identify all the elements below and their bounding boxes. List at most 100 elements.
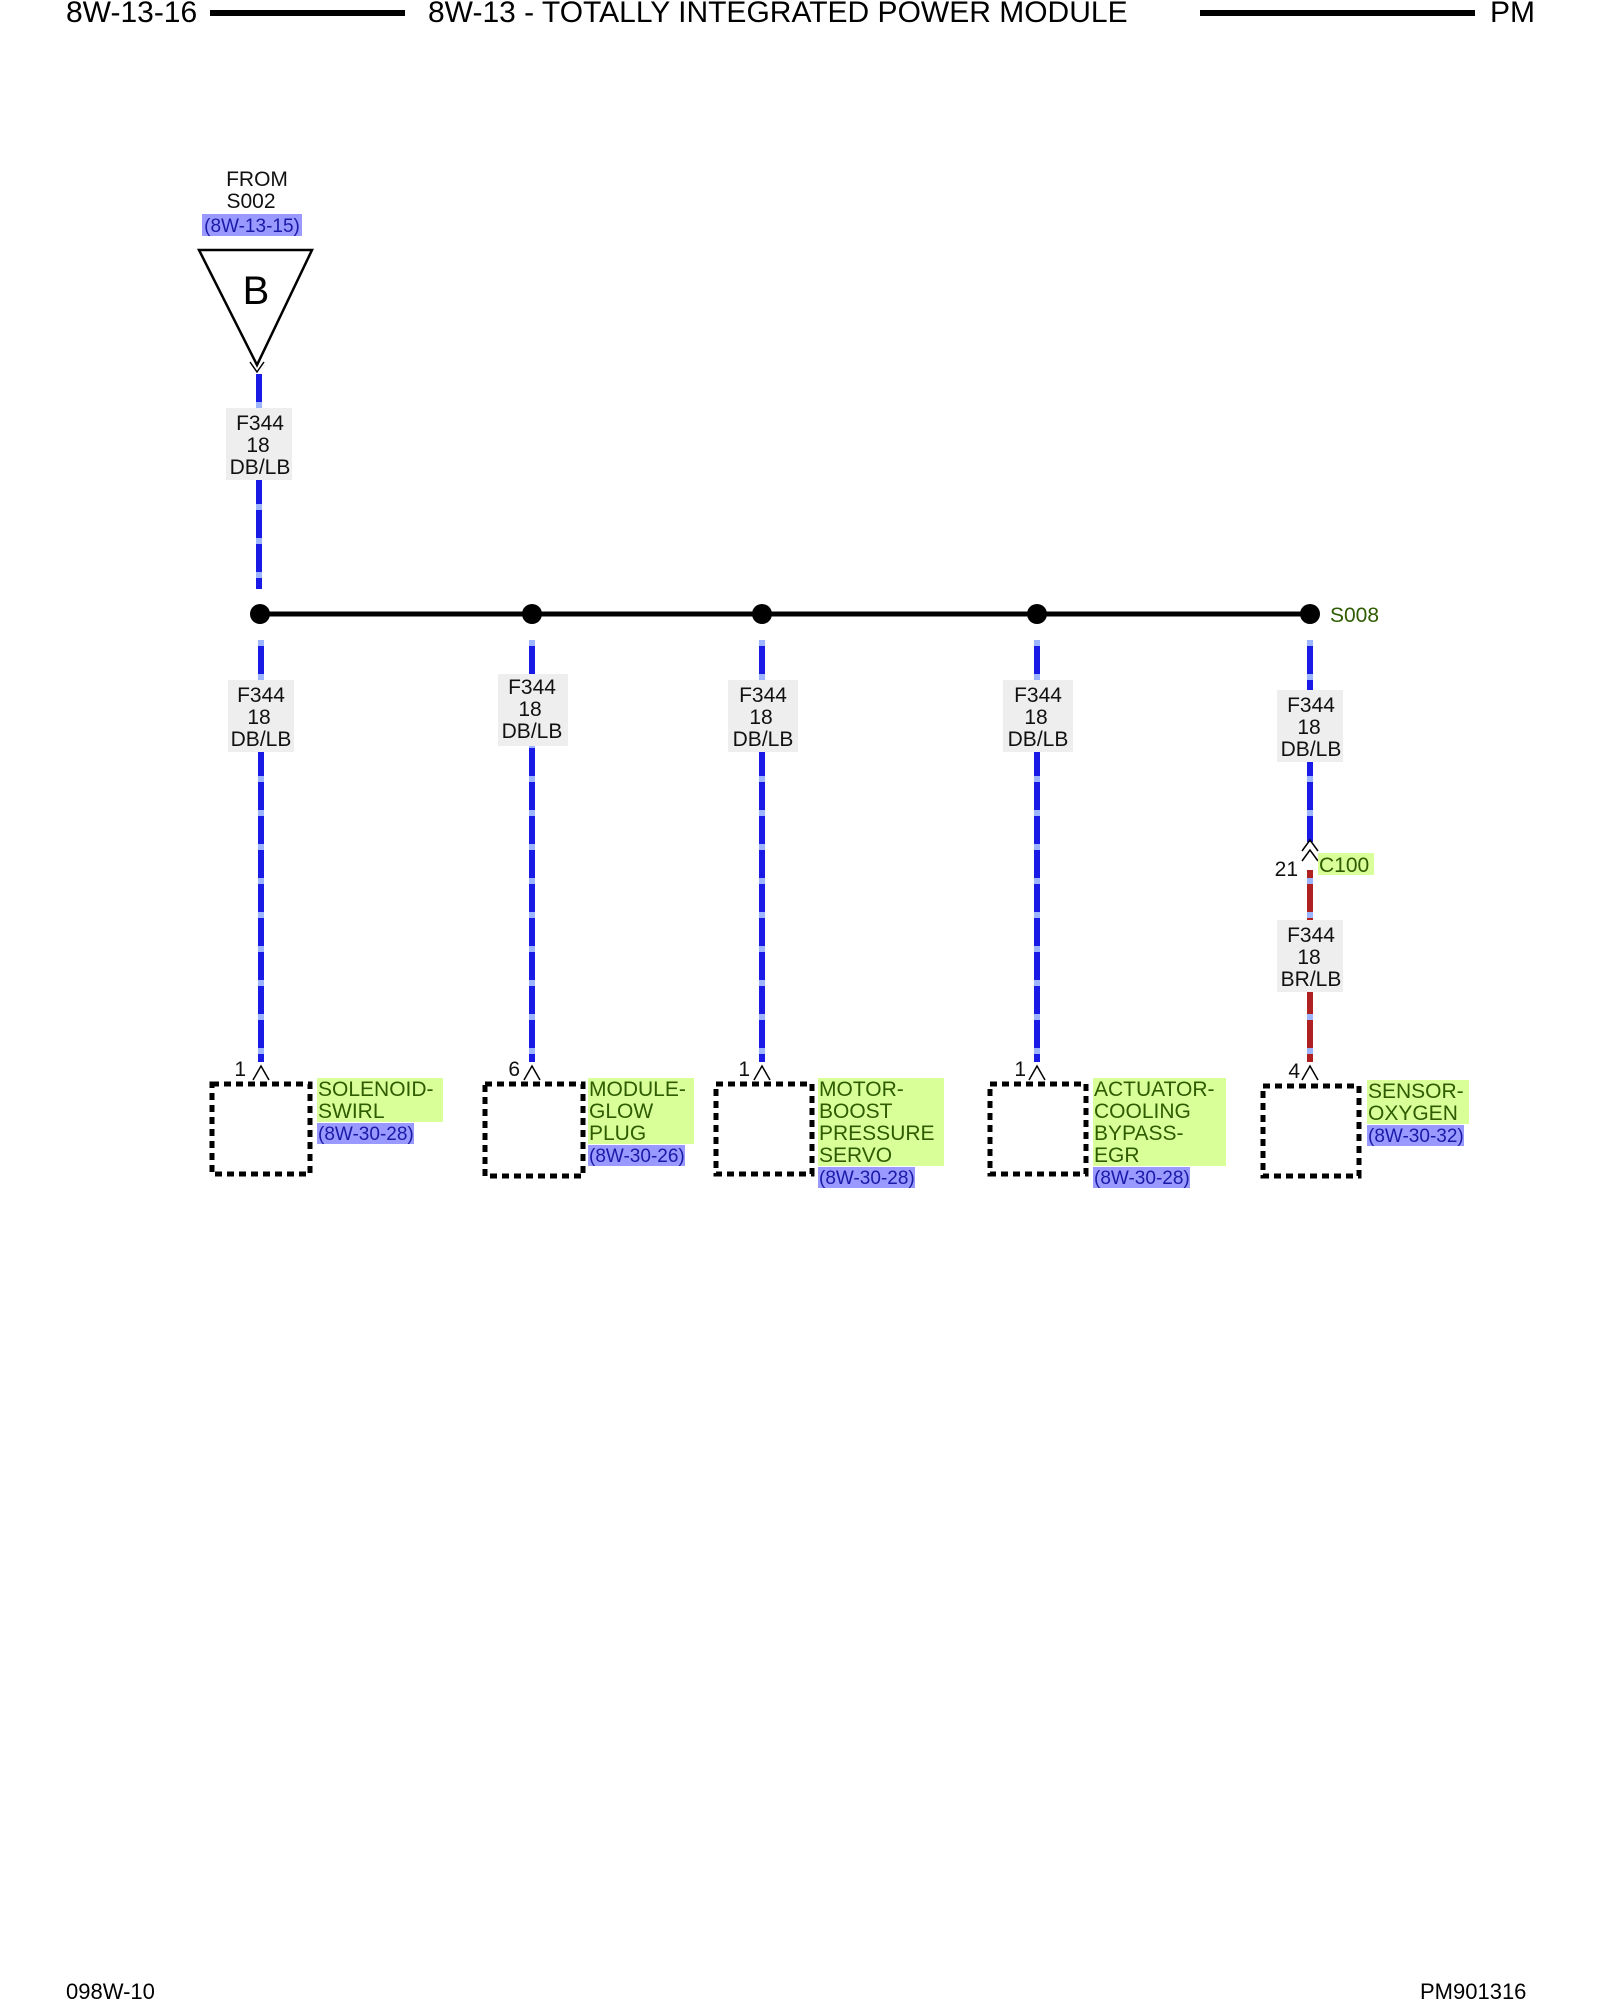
section-code: PM — [1490, 0, 1535, 29]
component-box — [987, 1081, 1089, 1177]
component-name-line: PRESSURE — [819, 1122, 935, 1145]
source-ref-link[interactable]: (8W-13-15) — [204, 216, 300, 237]
component-label-bg — [1093, 1078, 1226, 1166]
wire-gauge: 18 — [1297, 946, 1320, 969]
pin-mark-upper — [1301, 838, 1319, 852]
pin-number: 4 — [1288, 1060, 1300, 1083]
wire-color: BR/LB — [1281, 968, 1342, 991]
branch-module-glow-plug: F344 18 DB/LB 6 MODULE- GLOW PLUG (8W-30… — [482, 604, 694, 1179]
branch-wire-trace — [258, 640, 264, 1062]
feed-wire-color: DB/LB — [230, 456, 291, 479]
wire-label-bg — [728, 680, 798, 752]
pin-mark — [523, 1064, 541, 1081]
component-ref-link[interactable]: (8W-30-32) — [1368, 1126, 1464, 1147]
wire-circuit: F344 — [1287, 924, 1335, 947]
wire-circuit: F344 — [1287, 694, 1335, 717]
wire-gauge: 18 — [518, 698, 541, 721]
pin-mark-lower — [1301, 848, 1319, 862]
component-ref-link[interactable]: (8W-30-28) — [1094, 1168, 1190, 1189]
branch-wire-trace — [759, 640, 765, 1062]
wire-circuit: F344 — [1014, 684, 1062, 707]
component-ref-bg — [317, 1123, 414, 1144]
component-ref-link[interactable]: (8W-30-28) — [318, 1124, 414, 1145]
splice-node — [1027, 604, 1047, 624]
connector-pin-mark — [249, 361, 265, 374]
wire-color: DB/LB — [502, 720, 563, 743]
connector-b-symbol — [196, 248, 314, 368]
component-name-line: SOLENOID- — [318, 1078, 434, 1101]
wire-color: DB/LB — [1008, 728, 1069, 751]
branch-solenoid-swirl: F344 18 DB/LB 1 SOLENOID- SWIRL (8W-30-2… — [209, 604, 443, 1177]
header-rule-right — [1200, 10, 1475, 16]
wire-gauge: 18 — [247, 706, 270, 729]
component-name-line: MOTOR- — [819, 1078, 904, 1101]
component-name-line: BOOST — [819, 1100, 893, 1123]
splice-id: S008 — [1330, 604, 1379, 627]
wire-label-bg — [1003, 680, 1073, 752]
component-name-line: OXYGEN — [1368, 1102, 1458, 1125]
source-connector: FROM S002 (8W-13-15) B — [196, 168, 314, 374]
splice-node — [250, 604, 270, 624]
component-name-line: EGR — [1094, 1144, 1140, 1167]
component-label-bg — [818, 1078, 944, 1166]
component-label-bg — [317, 1078, 443, 1122]
component-ref-link[interactable]: (8W-30-26) — [589, 1146, 685, 1167]
component-name-line: SERVO — [819, 1144, 892, 1167]
branch-sensor-oxygen: F344 18 DB/LB 21 C100 F344 18 BR/LB 4 SE… — [1260, 604, 1469, 1179]
component-label-bg — [588, 1078, 694, 1144]
component-box — [209, 1081, 313, 1177]
from-splice-id: S002 — [226, 190, 275, 213]
footer-doc-code: 098W-10 — [66, 1979, 155, 2004]
component-ref-bg — [588, 1145, 685, 1166]
connector-letter: B — [243, 269, 270, 313]
source-ref-bg — [202, 214, 302, 236]
pin-mark — [753, 1064, 771, 1081]
footer-figure-id: PM901316 — [1420, 1979, 1527, 2004]
wire-color: DB/LB — [231, 728, 292, 751]
pin-mark — [1301, 1064, 1319, 1081]
wire-gauge: 18 — [1297, 716, 1320, 739]
component-name-line: GLOW — [589, 1100, 653, 1123]
branch-actuator-cooling-bypass-egr: F344 18 DB/LB 1 ACTUATOR- COOLING BYPASS… — [987, 604, 1226, 1189]
splice-node — [522, 604, 542, 624]
component-ref-link[interactable]: (8W-30-28) — [819, 1168, 915, 1189]
branch-motor-boost-pressure-servo: F344 18 DB/LB 1 MOTOR- BOOST PRESSURE SE… — [713, 604, 944, 1189]
wire-circuit: F344 — [237, 684, 285, 707]
component-ref-bg — [1367, 1125, 1464, 1146]
wire-gauge: 18 — [1024, 706, 1047, 729]
component-name-line: MODULE- — [589, 1078, 686, 1101]
component-label-bg — [1367, 1080, 1469, 1124]
page-id: 8W-13-16 — [66, 0, 198, 29]
feed-wire-label-bg — [226, 408, 292, 480]
pin-number: 1 — [1014, 1058, 1026, 1081]
pin-number: 1 — [738, 1058, 750, 1081]
wire-circuit: F344 — [508, 676, 556, 699]
pin-number: 1 — [234, 1058, 246, 1081]
splice-node — [752, 604, 772, 624]
feed-wire-circuit: F344 — [236, 412, 284, 435]
feed-wire: F344 18 DB/LB — [226, 374, 292, 589]
feed-wire-trace — [256, 374, 262, 589]
wire-color: DB/LB — [733, 728, 794, 751]
page-title: 8W-13 - TOTALLY INTEGRATED POWER MODULE — [428, 0, 1128, 29]
inline-pin-number: 21 — [1275, 858, 1298, 881]
component-box — [713, 1081, 815, 1177]
splice-node — [1300, 604, 1320, 624]
component-ref-bg — [1093, 1167, 1190, 1188]
component-ref-bg — [818, 1167, 915, 1188]
from-label: FROM — [226, 168, 288, 191]
wire-circuit: F344 — [739, 684, 787, 707]
pin-mark — [252, 1064, 270, 1081]
feed-wire-gauge: 18 — [246, 434, 269, 457]
pin-number: 6 — [508, 1058, 520, 1081]
pin-mark — [1028, 1064, 1046, 1081]
inline-connector-label-bg — [1318, 853, 1374, 875]
wire-color: DB/LB — [1281, 738, 1342, 761]
component-name-line: SENSOR- — [1368, 1080, 1464, 1103]
header-rule-left — [210, 10, 405, 16]
component-name-line: SWIRL — [318, 1100, 385, 1123]
component-box — [482, 1081, 586, 1179]
branch-wire-trace — [529, 640, 535, 1062]
branch-wire-trace — [1034, 640, 1040, 1062]
